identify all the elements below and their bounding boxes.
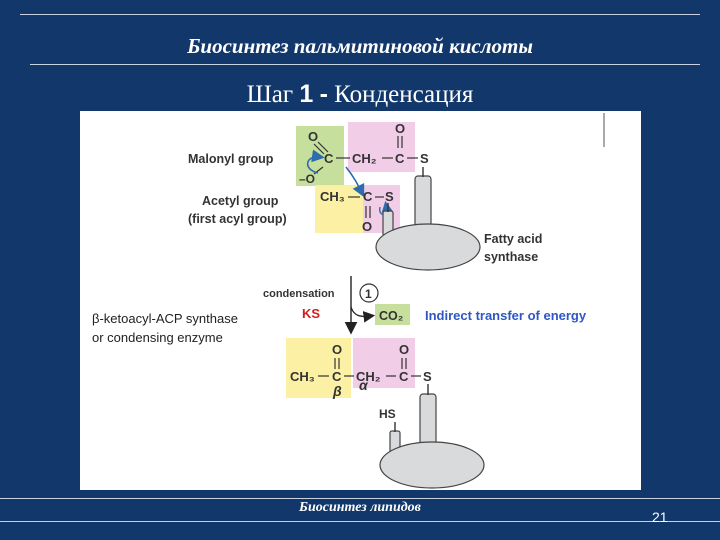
fatty-acid-synthase-body — [375, 223, 481, 271]
footer-rule-bottom — [0, 521, 720, 522]
step-name: Конденсация — [334, 81, 474, 108]
acetyl-label-sub: (first acyl group) — [188, 212, 287, 226]
step-circle-number: 1 — [365, 287, 372, 301]
enzyme-label-sub: or condensing enzyme — [92, 330, 223, 345]
step-separator: - — [319, 80, 328, 108]
malonyl-label: Malonyl group — [188, 152, 274, 166]
acetyl-label: Acetyl group — [202, 194, 279, 208]
step-number: 1 — [299, 80, 314, 108]
co2-release-arrow — [350, 306, 376, 323]
enzyme-label: β-ketoacyl-ACP synthase — [92, 311, 238, 326]
energy-label: Indirect transfer of energy — [425, 308, 587, 323]
product-o-beta: O — [332, 342, 342, 357]
step-title: Шаг 1 - Конденсация — [0, 80, 720, 109]
slide-title: Биосинтез пальмитиновой кислоты — [187, 34, 533, 58]
hs-label: HS — [379, 407, 396, 421]
acetyl-cs-box — [363, 185, 400, 233]
top-rule — [20, 14, 700, 15]
malonyl-thioester-box — [348, 122, 415, 172]
curved-arrow-attack — [345, 166, 365, 198]
atom-o-thioester: O — [395, 121, 405, 136]
atom-s-malonyl: S — [420, 151, 429, 166]
product-c-thioester: C — [399, 369, 409, 384]
atom-o-minus: –O — [299, 172, 315, 186]
condensation-label: condensation — [263, 288, 335, 300]
co2-box — [375, 304, 410, 325]
condensation-diagram: Malonyl group O C –O CH₂ C O S Acetyl gr… — [80, 111, 641, 490]
acetyl-ch3: CH₃ — [320, 189, 345, 204]
atom-s-acetyl: S — [385, 189, 394, 204]
title-underline — [30, 64, 700, 65]
beta-label: β — [332, 383, 342, 399]
product-o-thioester: O — [399, 342, 409, 357]
malonyl-ch2: CH₂ — [352, 151, 377, 166]
product-c-beta: C — [332, 369, 342, 384]
footer-rule-top — [0, 498, 720, 499]
alpha-label: α — [359, 377, 369, 393]
product-ch2: CH₂ — [356, 369, 381, 384]
ks-label: KS — [302, 306, 320, 321]
product-malonyl-box — [353, 338, 415, 388]
curved-arrow-decarboxylation — [306, 149, 325, 174]
atom-c-thioester: C — [395, 151, 405, 166]
atom-c-carboxyl: C — [324, 151, 334, 166]
footer-title: Биосинтез липидов — [299, 500, 421, 515]
product-s: S — [423, 369, 432, 384]
step-label: Шаг — [246, 81, 294, 108]
page-number: 21 — [652, 509, 668, 525]
step-circle — [359, 283, 379, 303]
fas-label: Fatty acid — [484, 232, 542, 246]
atom-o-acetyl: O — [362, 219, 372, 234]
product-ch3: CH₃ — [290, 369, 315, 384]
atom-c-acetyl: C — [363, 189, 373, 204]
atom-o-carboxyl: O — [308, 129, 318, 144]
fatty-acid-synthase-body-bottom — [379, 441, 485, 489]
bond-c-o-double-b — [317, 141, 329, 153]
fas-label-sub: synthase — [484, 250, 538, 264]
product-acetyl-box — [286, 338, 351, 398]
co2-label: CO₂ — [379, 309, 403, 323]
